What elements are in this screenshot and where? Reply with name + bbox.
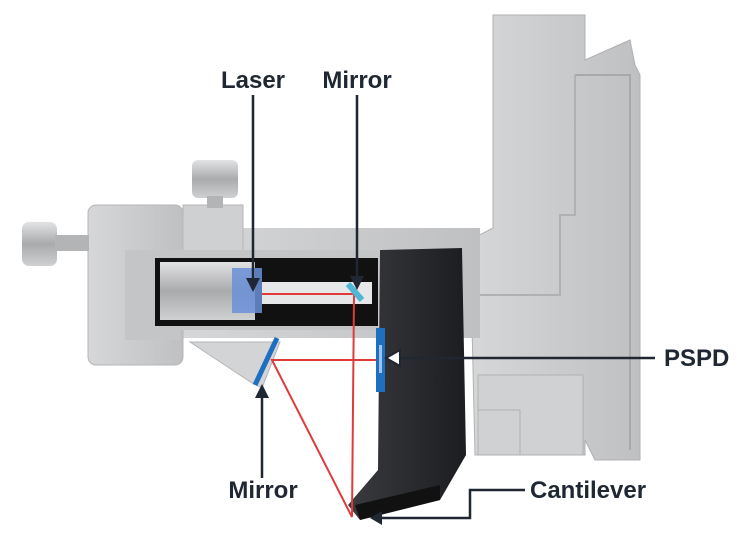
label-mirror-bottom: Mirror	[228, 477, 297, 504]
bottom-mirror	[252, 336, 280, 387]
leader-lines	[251, 95, 655, 520]
top-knob	[192, 160, 238, 198]
label-laser: Laser	[221, 67, 285, 94]
cantilever-holder	[348, 248, 466, 520]
label-cantilever: Cantilever	[530, 477, 646, 504]
laser-lens	[232, 268, 262, 313]
label-pspd: PSPD	[664, 345, 729, 372]
right-frame	[469, 14, 641, 461]
label-mirror-top: Mirror	[322, 67, 391, 94]
top-mirror	[345, 282, 365, 302]
side-knob	[22, 222, 57, 266]
arrowheads	[246, 276, 401, 525]
